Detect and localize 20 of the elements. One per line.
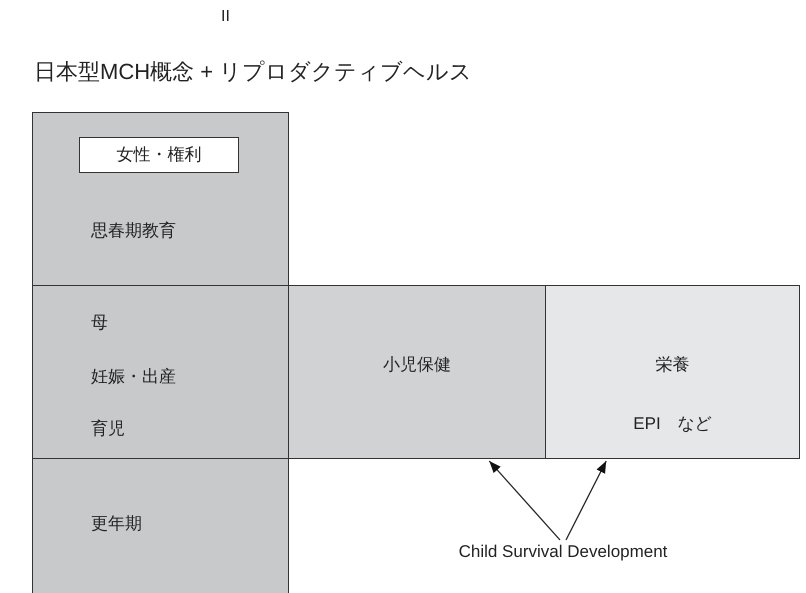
category-panel — [32, 285, 289, 459]
panel-text: 女性・権利 — [116, 145, 202, 165]
caption-text: Child Survival Development — [458, 542, 668, 562]
title: 日本型MCH概念 + リプロダクティブヘルス — [34, 58, 472, 86]
panel-text: EPI など — [633, 414, 712, 434]
panel-text: 思春期教育 — [91, 221, 176, 241]
section-number: II — [221, 8, 230, 26]
panel-text: 妊娠・出産 — [91, 367, 176, 387]
panel-text: 栄養 — [656, 355, 690, 375]
panel-text: 育児 — [91, 419, 125, 439]
label-box — [79, 137, 239, 173]
arrow — [488, 460, 560, 540]
panel-text: 更年期 — [91, 514, 142, 534]
category-panel — [545, 285, 800, 459]
arrow — [565, 460, 607, 540]
category-panel — [288, 285, 546, 459]
category-panel — [32, 458, 289, 593]
panel-text: 小児保健 — [383, 355, 451, 375]
category-panel — [32, 112, 289, 286]
panel-text: 母 — [91, 313, 108, 333]
